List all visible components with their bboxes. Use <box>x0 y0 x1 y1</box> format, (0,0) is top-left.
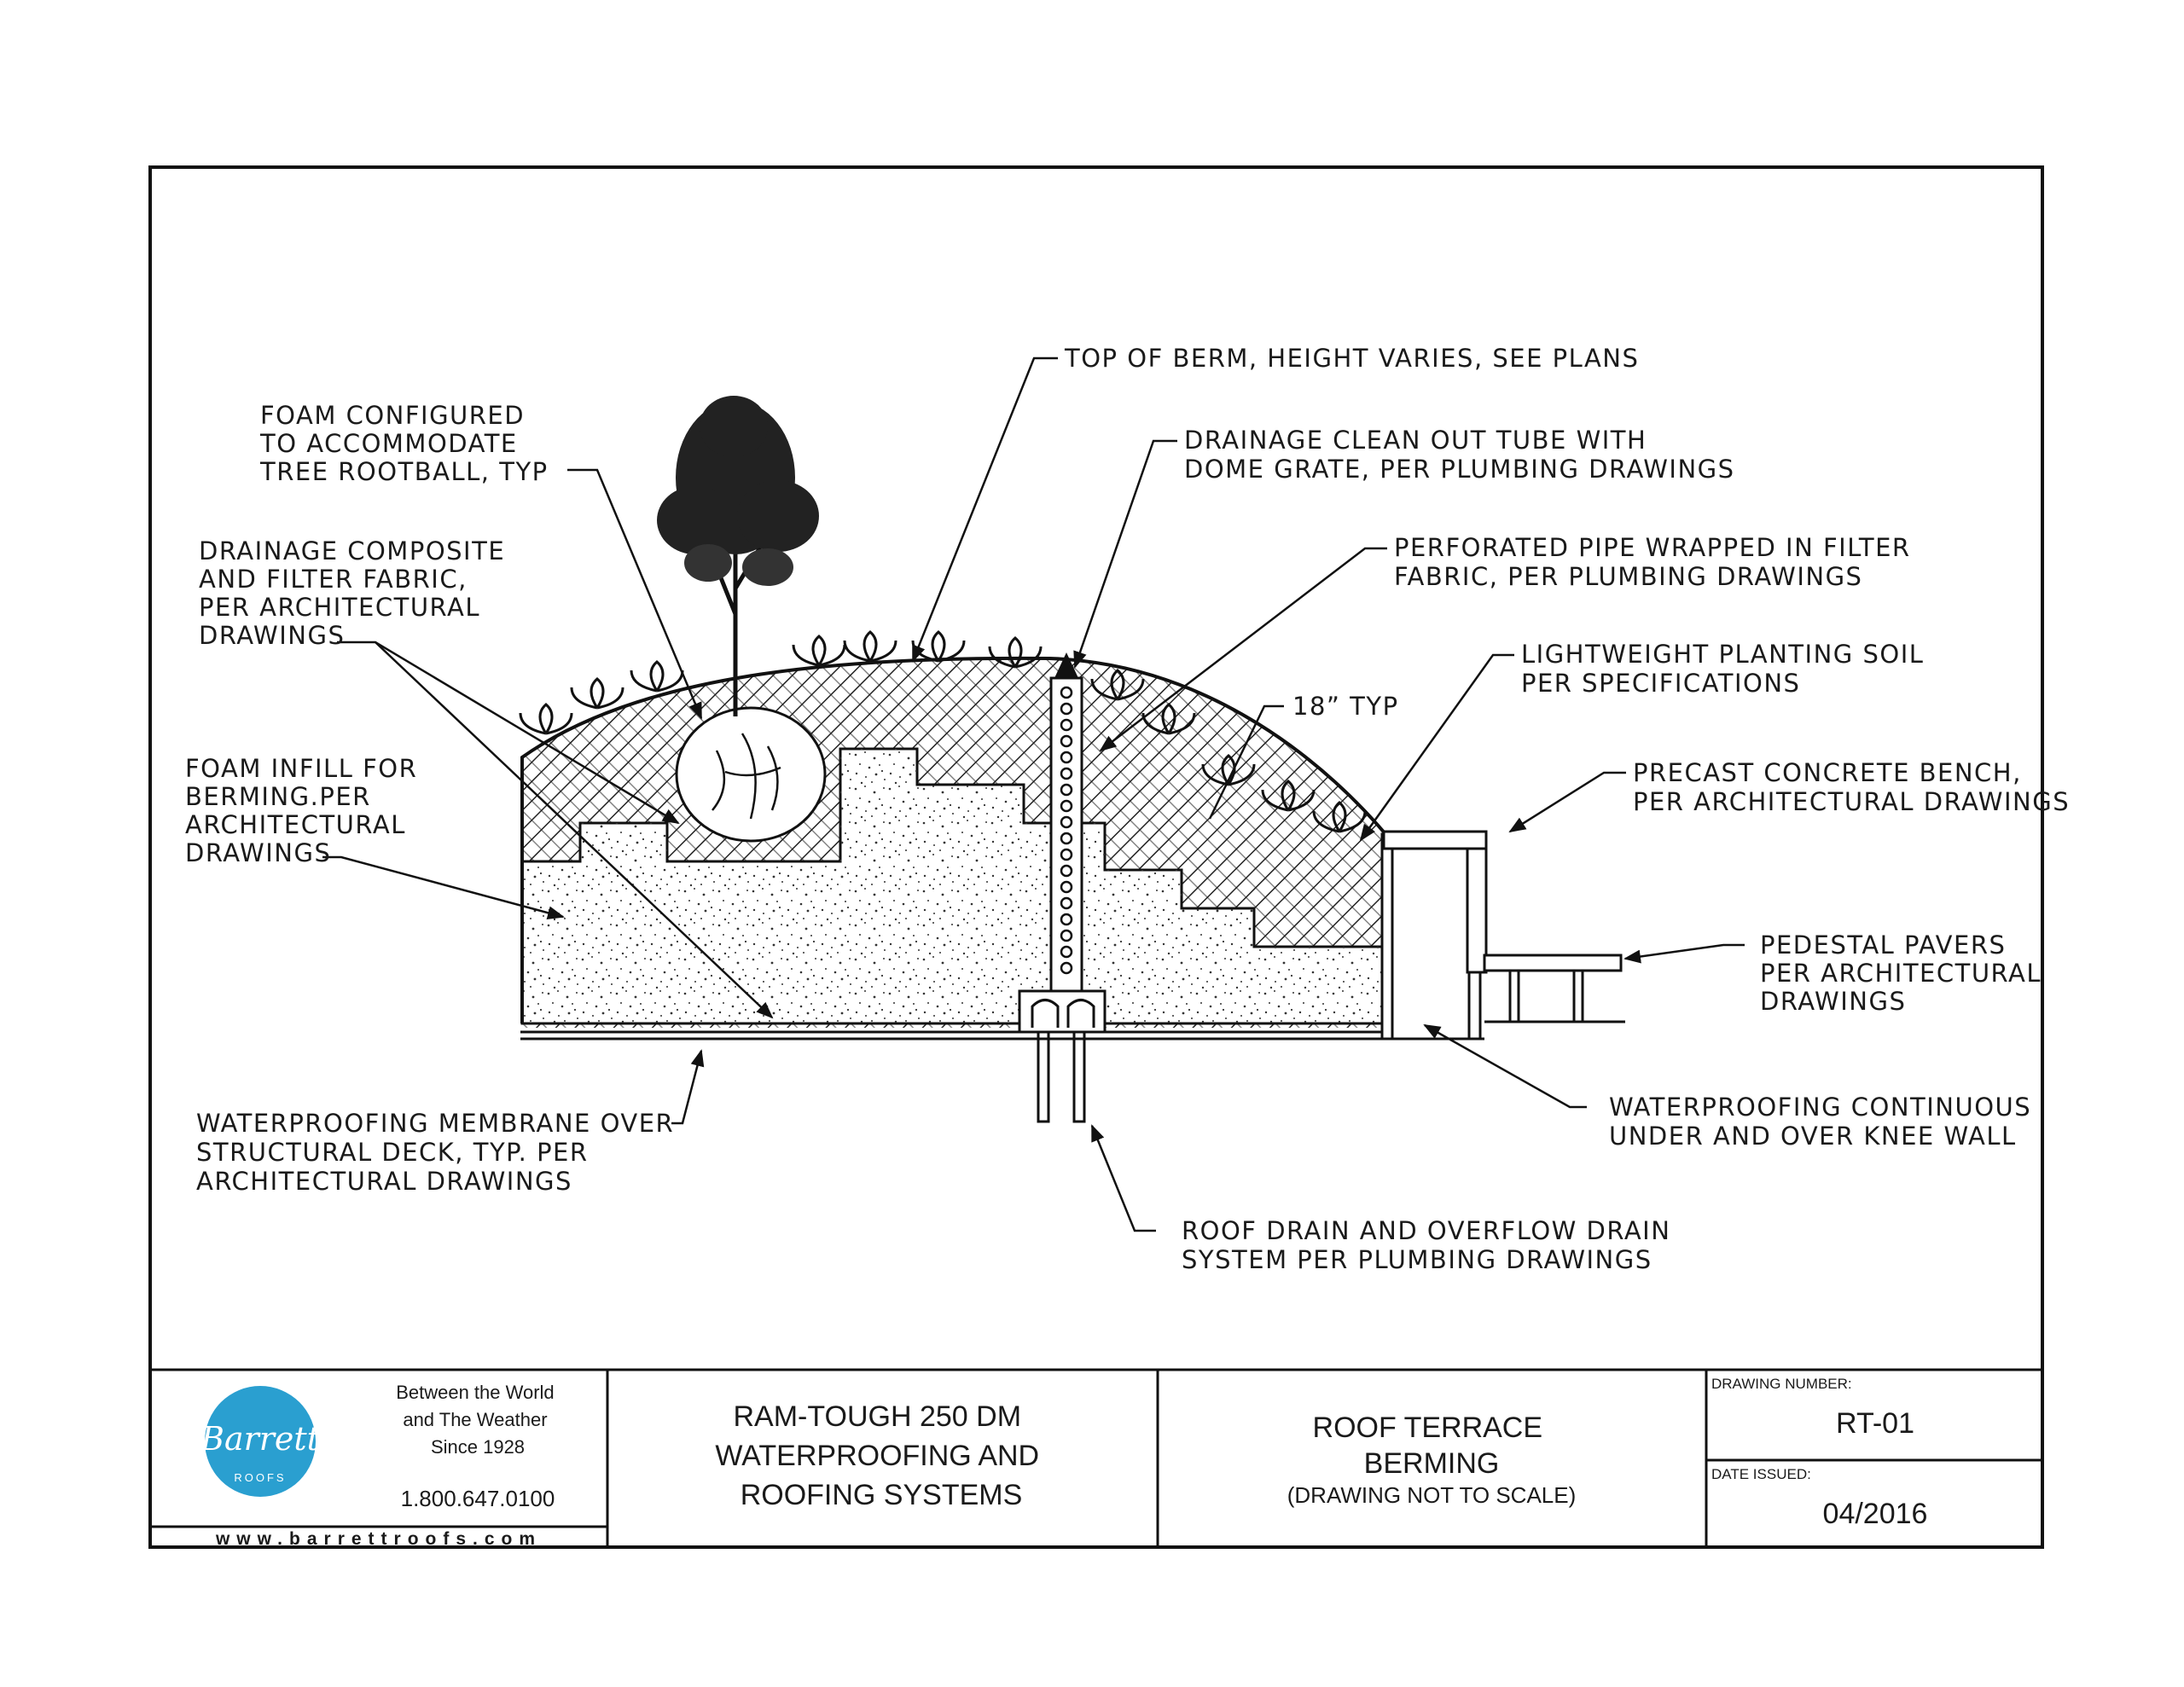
drawing-number: RT-01 <box>1836 1407 1914 1440</box>
tube-perforation <box>1060 929 1073 942</box>
date-issued: 04/2016 <box>1823 1498 1928 1530</box>
tagline: Between the World and The Weather Since … <box>396 1382 560 1458</box>
callout-18-typ: 18” TYP <box>1292 692 1399 721</box>
callout-knee-wall: WATERPROOFING CONTINUOUS UNDER AND OVER … <box>1609 1093 2041 1151</box>
tube-perforation <box>1060 815 1073 829</box>
website: www.barrettroofs.com <box>215 1529 542 1549</box>
callout-clean-out-tube: DRAINAGE CLEAN OUT TUBE WITH DOME GRATE,… <box>1184 426 1735 484</box>
tube-perforation <box>1060 832 1073 845</box>
svg-text:Barrett: Barrett <box>200 1420 321 1458</box>
callout-planting-soil: LIGHTWEIGHT PLANTING SOIL PER SPECIFICAT… <box>1521 640 1933 698</box>
tube-perforation <box>1060 718 1073 732</box>
svg-text:ROOFS: ROOFS <box>234 1471 286 1484</box>
callout-top-of-berm: TOP OF BERM, HEIGHT VARIES, SEE PLANS <box>1064 344 1639 373</box>
tube-perforation <box>1060 896 1073 910</box>
tube-perforation <box>1060 702 1073 716</box>
phone-number: 1.800.647.0100 <box>401 1486 555 1511</box>
tube-perforation <box>1060 913 1073 926</box>
tube-perforation <box>1060 945 1073 959</box>
callout-foam-infill: FOAM INFILL FOR BERMING.PER ARCHITECTURA… <box>185 754 427 867</box>
tube-perforation <box>1060 864 1073 878</box>
callout-perforated-pipe: PERFORATED PIPE WRAPPED IN FILTER FABRIC… <box>1394 533 1920 591</box>
tube-perforation <box>1060 799 1073 813</box>
berm-section <box>519 396 1625 1123</box>
tube-perforation <box>1060 961 1073 975</box>
clean-out-tube-perforations <box>1060 686 1073 975</box>
berm-outline <box>520 656 1392 1023</box>
callout-drainage-composite: DRAINAGE COMPOSITE AND FILTER FABRIC, PE… <box>199 536 514 650</box>
roof-drain <box>1018 989 1107 1123</box>
ground-cover-plants <box>519 630 1367 833</box>
leader-lines <box>322 357 1745 1232</box>
callout-membrane: WATERPROOFING MEMBRANE OVER STRUCTURAL D… <box>196 1109 683 1196</box>
tube-perforation <box>1060 783 1073 797</box>
callout-pavers: PEDESTAL PAVERS PER ARCHITECTURAL DRAWIN… <box>1760 930 2051 1016</box>
product-title: RAM-TOUGH 250 DM WATERPROOFING AND ROOFI… <box>715 1400 1047 1511</box>
callout-roof-drain: ROOF DRAIN AND OVERFLOW DRAIN SYSTEM PER… <box>1182 1216 1680 1274</box>
tube-perforation <box>1060 880 1073 894</box>
date-issued-label: DATE ISSUED: <box>1711 1466 1811 1482</box>
barrett-logo: Barrett ROOFS <box>200 1386 321 1497</box>
callout-foam-rootball: FOAM CONFIGURED TO ACCOMMODATE TREE ROOT… <box>259 401 549 486</box>
callout-bench: PRECAST CONCRETE BENCH, PER ARCHITECTURA… <box>1633 758 2070 816</box>
sheet-border <box>148 165 2044 1549</box>
tube-perforation <box>1060 767 1073 780</box>
tube-perforation <box>1060 686 1073 699</box>
drawing-number-label: DRAWING NUMBER: <box>1711 1376 1852 1392</box>
tube-perforation <box>1060 734 1073 748</box>
scale-note: (DRAWING NOT TO SCALE) <box>1287 1482 1577 1508</box>
tube-perforation <box>1060 848 1073 861</box>
knee-wall-bench <box>1380 830 1488 1041</box>
drawing-title: ROOF TERRACE BERMING <box>1313 1412 1551 1480</box>
title-block <box>150 1368 2042 1547</box>
pedestal-pavers <box>1483 954 1623 1023</box>
tube-perforation <box>1060 751 1073 764</box>
tree <box>657 396 819 716</box>
